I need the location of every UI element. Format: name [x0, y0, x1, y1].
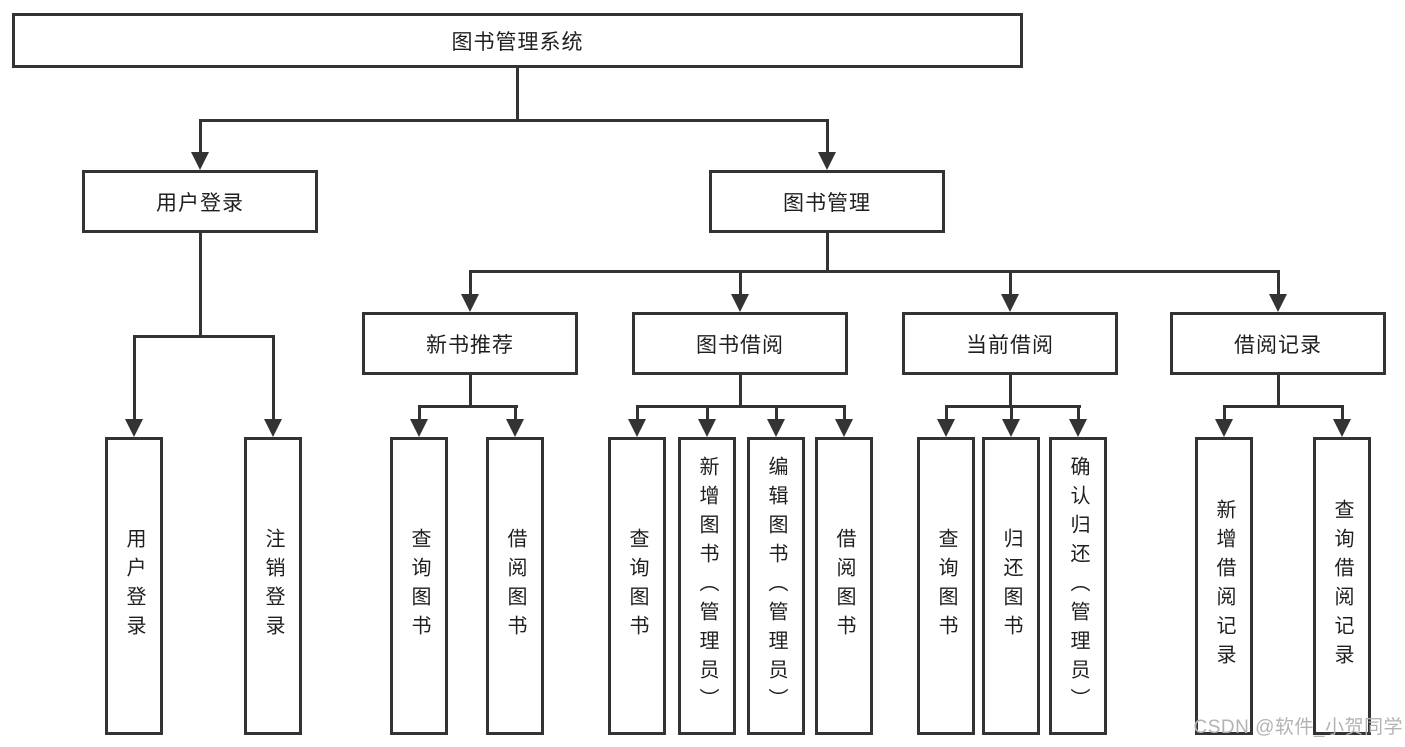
- connector-shaft: [826, 119, 829, 155]
- arrowhead-down-icon: [1269, 294, 1287, 312]
- arrowhead-down-icon: [818, 152, 836, 170]
- connector-shaft: [1277, 270, 1280, 296]
- connector-branch: [1223, 405, 1344, 408]
- arrowhead-down-icon: [1001, 294, 1019, 312]
- connector-root-stub: [516, 68, 519, 121]
- node-current-borrow-label: 当前借阅: [966, 333, 1054, 357]
- connector-shaft: [1077, 405, 1080, 421]
- connector-shaft: [739, 270, 742, 296]
- connector-user-login-branch: [134, 335, 275, 338]
- arrowhead-down-icon: [1069, 419, 1087, 437]
- connector-user-login-stub: [199, 233, 202, 337]
- connector-shaft: [1223, 405, 1226, 421]
- arrowhead-down-icon: [461, 294, 479, 312]
- leaf-add-borrow-record: 新增借阅记录: [1195, 437, 1253, 735]
- leaf-borrow-books-1: 借阅图书: [486, 437, 544, 735]
- leaf-add-borrow-record-label: 新增借阅记录: [1213, 499, 1235, 673]
- leaf-query-borrow-record: 查询借阅记录: [1313, 437, 1371, 735]
- leaf-confirm-return-admin-label: 确认归还（管理员）: [1067, 455, 1089, 717]
- arrowhead-down-icon: [410, 419, 428, 437]
- connector-shaft: [843, 405, 846, 421]
- connector-shaft: [514, 405, 517, 421]
- connector-shaft: [199, 119, 202, 155]
- arrowhead-down-icon: [1333, 419, 1351, 437]
- node-new-book-recommend-label: 新书推荐: [426, 333, 514, 357]
- connector-stub: [1277, 375, 1280, 408]
- leaf-query-books-2-label: 查询图书: [626, 528, 648, 644]
- leaf-query-books-2: 查询图书: [608, 437, 666, 735]
- connector-shaft: [1341, 405, 1344, 421]
- node-book-management-label: 图书管理: [783, 191, 871, 215]
- connector-shaft: [945, 405, 948, 421]
- connector-shaft: [272, 335, 275, 421]
- node-user-login: 用户登录: [82, 170, 318, 233]
- leaf-return-book-label: 归还图书: [1000, 528, 1022, 644]
- node-borrow-records-label: 借阅记录: [1234, 333, 1322, 357]
- node-user-login-label: 用户登录: [156, 191, 244, 215]
- connector-book-mgmt-branch: [469, 270, 1280, 273]
- leaf-logout: 注销登录: [244, 437, 302, 735]
- arrowhead-down-icon: [937, 419, 955, 437]
- arrowhead-down-icon: [835, 419, 853, 437]
- leaf-logout-label: 注销登录: [262, 528, 284, 644]
- arrowhead-down-icon: [698, 419, 716, 437]
- leaf-borrow-books-2-label: 借阅图书: [833, 528, 855, 644]
- leaf-edit-book-admin: 编辑图书（管理员）: [747, 437, 805, 735]
- arrowhead-down-icon: [628, 419, 646, 437]
- connector-shaft: [1010, 405, 1013, 421]
- leaf-query-books-1: 查询图书: [390, 437, 448, 735]
- leaf-add-book-admin-label: 新增图书（管理员）: [696, 455, 718, 717]
- arrowhead-down-icon: [1002, 419, 1020, 437]
- node-book-management: 图书管理: [709, 170, 945, 233]
- node-library-system-label: 图书管理系统: [451, 30, 584, 54]
- arrowhead-down-icon: [767, 419, 785, 437]
- arrowhead-down-icon: [506, 419, 524, 437]
- leaf-query-borrow-record-label: 查询借阅记录: [1331, 499, 1353, 673]
- leaf-borrow-books-2: 借阅图书: [815, 437, 873, 735]
- connector-shaft: [636, 405, 639, 421]
- leaf-confirm-return-admin: 确认归还（管理员）: [1049, 437, 1107, 735]
- node-current-borrow: 当前借阅: [902, 312, 1118, 375]
- node-book-borrow: 图书借阅: [632, 312, 848, 375]
- arrowhead-down-icon: [1215, 419, 1233, 437]
- node-new-book-recommend: 新书推荐: [362, 312, 578, 375]
- leaf-user-login: 用户登录: [105, 437, 163, 735]
- connector-stub: [739, 375, 742, 408]
- connector-branch: [945, 405, 1081, 408]
- arrowhead-down-icon: [264, 419, 282, 437]
- watermark-text: CSDN @软件_小贺同学: [1193, 717, 1403, 738]
- connector-root-branch: [199, 119, 829, 122]
- leaf-query-books-3: 查询图书: [917, 437, 975, 735]
- connector-shaft: [706, 405, 709, 421]
- connector-branch: [636, 405, 846, 408]
- leaf-return-book: 归还图书: [982, 437, 1040, 735]
- connector-shaft: [775, 405, 778, 421]
- connector-shaft: [469, 270, 472, 296]
- connector-shaft: [133, 335, 136, 421]
- arrowhead-down-icon: [125, 419, 143, 437]
- leaf-edit-book-admin-label: 编辑图书（管理员）: [765, 455, 787, 717]
- connector-stub: [469, 375, 472, 408]
- leaf-borrow-books-1-label: 借阅图书: [504, 528, 526, 644]
- connector-shaft: [418, 405, 421, 421]
- connector-book-mgmt-stub: [826, 233, 829, 272]
- node-borrow-records: 借阅记录: [1170, 312, 1386, 375]
- connector-branch: [418, 405, 518, 408]
- arrowhead-down-icon: [191, 152, 209, 170]
- leaf-query-books-3-label: 查询图书: [935, 528, 957, 644]
- node-book-borrow-label: 图书借阅: [696, 333, 784, 357]
- leaf-query-books-1-label: 查询图书: [408, 528, 430, 644]
- node-library-system: 图书管理系统: [12, 13, 1023, 68]
- leaf-user-login-label: 用户登录: [123, 528, 145, 644]
- leaf-add-book-admin: 新增图书（管理员）: [678, 437, 736, 735]
- arrowhead-down-icon: [731, 294, 749, 312]
- connector-shaft: [1009, 270, 1012, 296]
- connector-stub: [1009, 375, 1012, 408]
